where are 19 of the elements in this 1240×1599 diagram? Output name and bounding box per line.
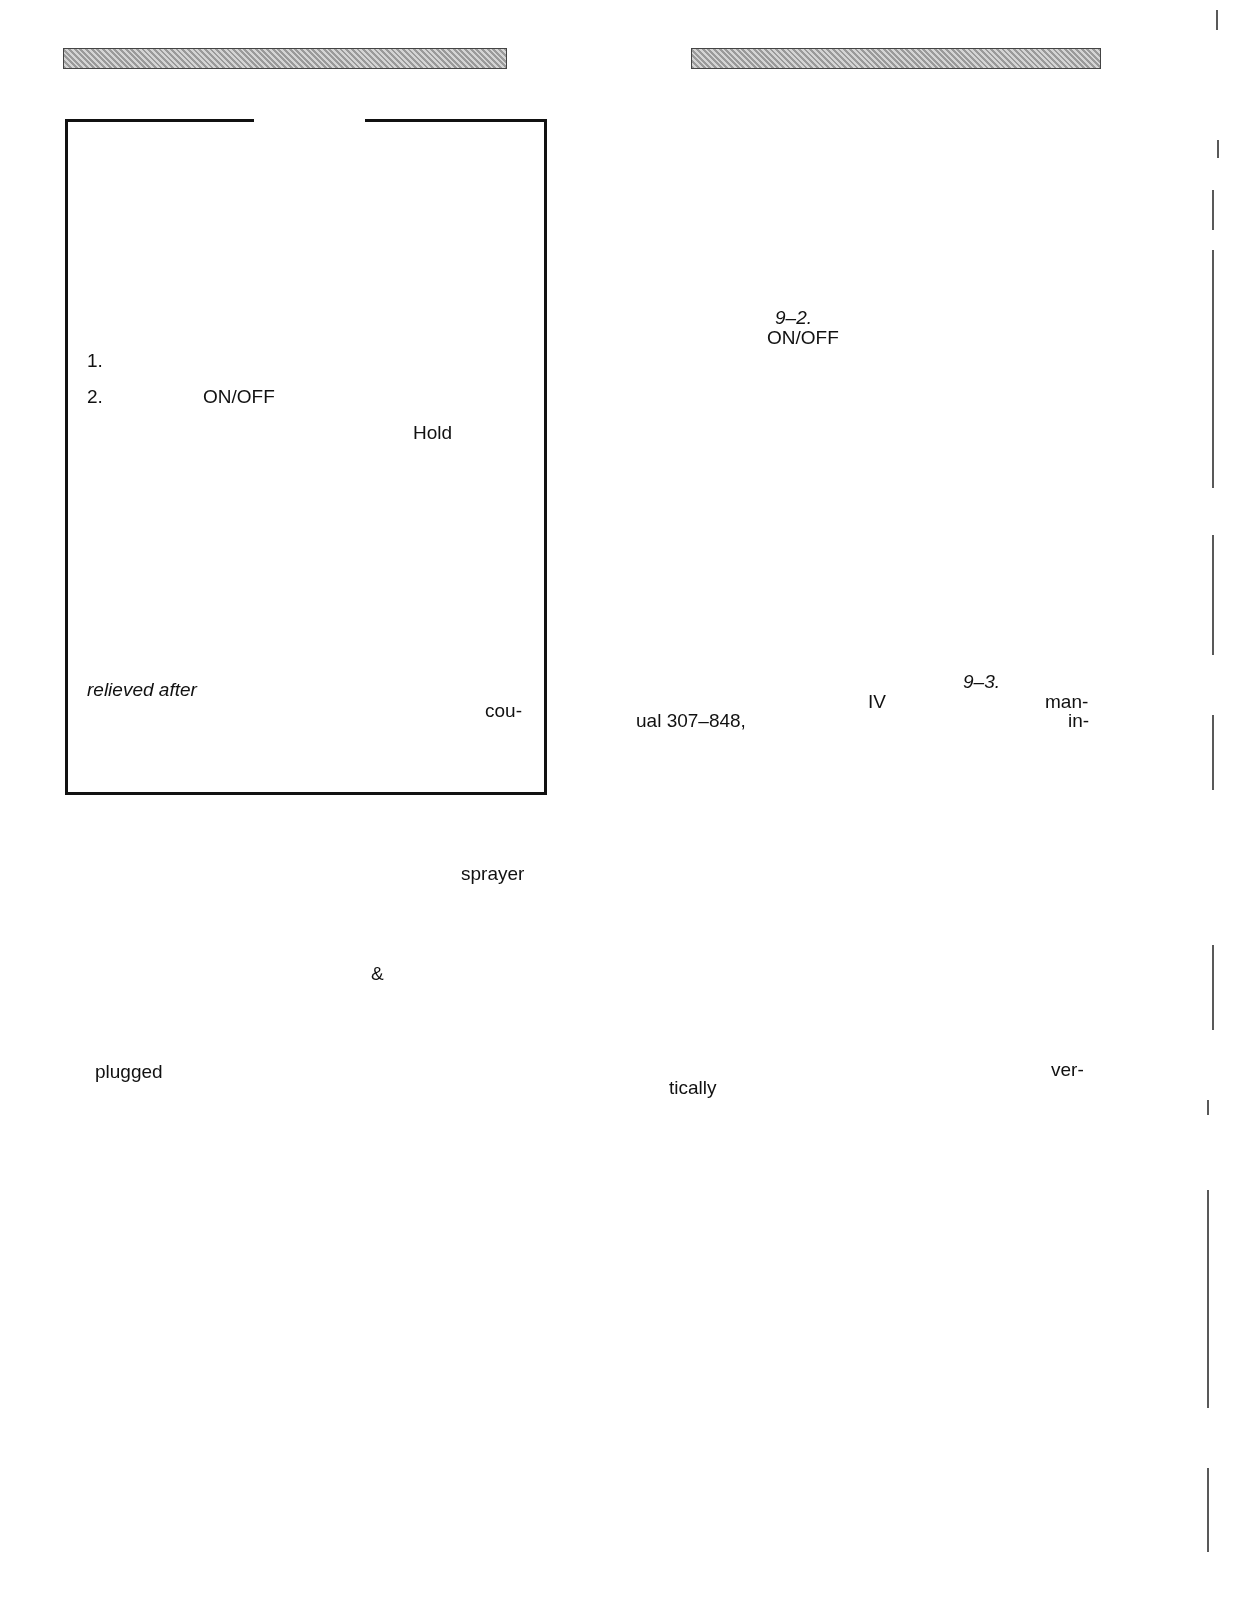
text-fragment: &	[371, 963, 384, 985]
bordered-panel	[65, 119, 547, 795]
text-fragment: in-	[1068, 710, 1090, 732]
text-fragment: IV	[868, 691, 886, 713]
text-fragment: ver-	[1051, 1059, 1084, 1081]
text-fragment: ual 307–848,	[636, 710, 746, 732]
text-fragment: tically	[669, 1077, 717, 1099]
text-fragment: Hold	[413, 422, 453, 444]
text-fragment: 2.	[87, 386, 103, 408]
text-fragment: 9–2.	[775, 307, 812, 329]
text-fragment: cou-	[485, 700, 522, 722]
text-fragment: 1.	[87, 350, 103, 372]
text-fragment: sprayer	[461, 863, 525, 885]
text-fragment: ON/OFF	[767, 327, 839, 349]
text-fragment: man-	[1045, 691, 1089, 713]
text-fragment: 9–3.	[963, 671, 1000, 693]
text-fragment: ON/OFF	[203, 386, 275, 408]
text-fragment: relieved after	[87, 679, 197, 701]
text-fragment: plugged	[95, 1061, 163, 1083]
